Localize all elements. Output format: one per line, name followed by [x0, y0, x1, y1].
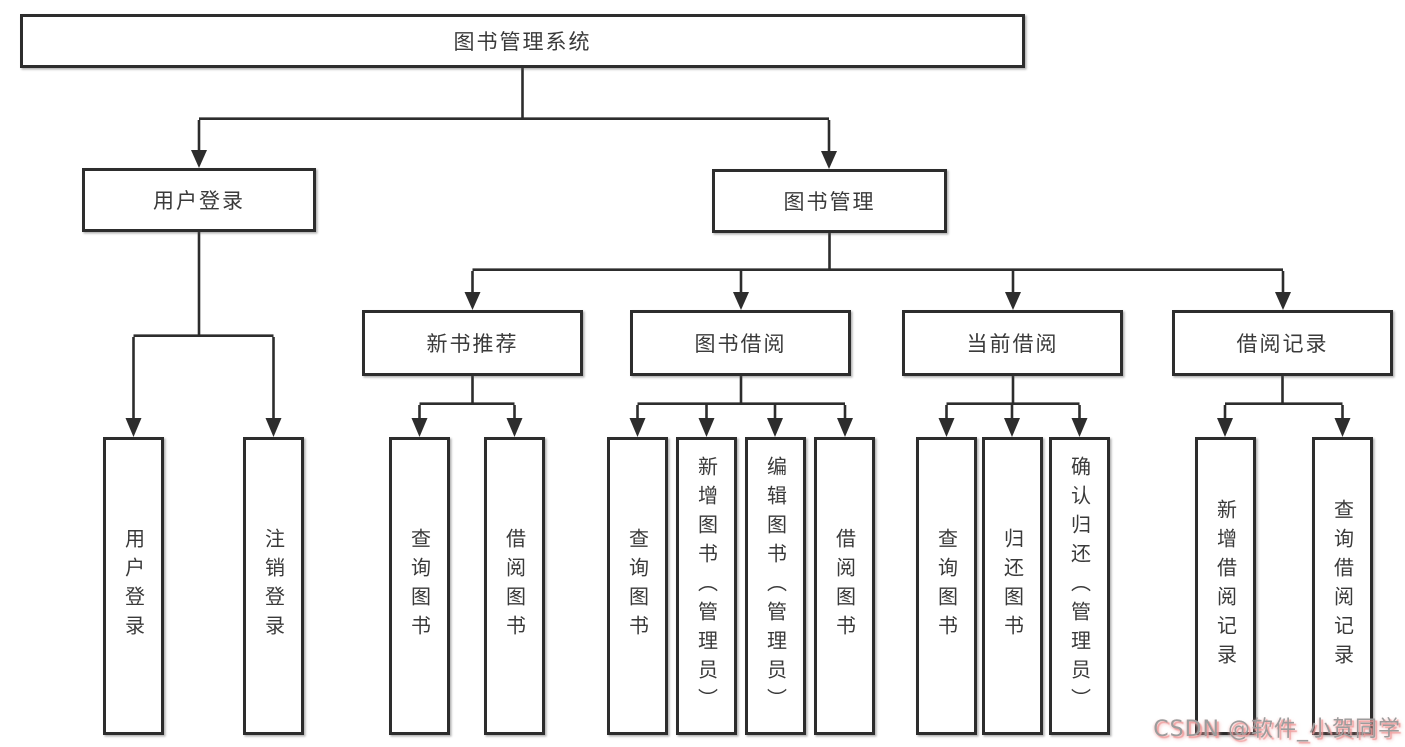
node-user-login-label: 用户登录	[153, 189, 245, 213]
leaf-query-books-borrow: 查询图书	[607, 437, 668, 735]
leaf-add-borrow-record-label: 新增借阅记录	[1213, 499, 1238, 673]
leaf-return-books: 归还图书	[982, 437, 1043, 735]
leaf-confirm-return-admin: 确认归还（管理员）	[1049, 437, 1110, 735]
leaf-add-books-admin: 新增图书（管理员）	[676, 437, 737, 735]
node-current-borrow-label: 当前借阅	[966, 332, 1059, 356]
node-root-label: 图书管理系统	[453, 30, 592, 54]
leaf-add-books-admin-label: 新增图书（管理员）	[694, 455, 719, 717]
arrowheads	[125, 150, 1351, 437]
leaf-logout: 注销登录	[243, 437, 304, 735]
node-book-borrow-label: 图书借阅	[694, 332, 787, 356]
node-book-management: 图书管理	[712, 169, 947, 233]
leaf-query-books-current: 查询图书	[916, 437, 977, 735]
node-root-library-system: 图书管理系统	[20, 14, 1025, 68]
node-user-login: 用户登录	[82, 168, 316, 232]
leaf-borrow-books-recommend: 借阅图书	[484, 437, 545, 735]
node-new-book-recommend-label: 新书推荐	[426, 332, 519, 356]
leaf-borrow-books: 借阅图书	[814, 437, 875, 735]
leaf-borrow-books-recommend-label: 借阅图书	[502, 528, 527, 644]
node-current-borrow: 当前借阅	[902, 310, 1123, 376]
leaf-edit-books-admin-label: 编辑图书（管理员）	[763, 455, 788, 717]
leaf-borrow-books-label: 借阅图书	[832, 528, 857, 644]
leaf-confirm-return-admin-label: 确认归还（管理员）	[1067, 455, 1092, 717]
leaf-query-borrow-record: 查询借阅记录	[1312, 437, 1373, 735]
leaf-query-books-borrow-label: 查询图书	[625, 528, 650, 644]
leaf-logout-label: 注销登录	[261, 528, 286, 644]
leaf-query-borrow-record-label: 查询借阅记录	[1330, 499, 1355, 673]
leaf-return-books-label: 归还图书	[1000, 528, 1025, 644]
leaf-query-books-current-label: 查询图书	[934, 528, 959, 644]
leaf-add-borrow-record: 新增借阅记录	[1195, 437, 1256, 735]
leaf-query-books-recommend: 查询图书	[389, 437, 450, 735]
node-new-book-recommend: 新书推荐	[362, 310, 583, 376]
csdn-watermark: CSDN @软件_小贺同学	[1153, 717, 1401, 742]
leaf-user-login: 用户登录	[103, 437, 164, 735]
node-borrow-records-label: 借阅记录	[1236, 332, 1329, 356]
leaf-user-login-label: 用户登录	[121, 528, 146, 644]
node-borrow-records: 借阅记录	[1172, 310, 1393, 376]
node-book-management-label: 图书管理	[783, 190, 876, 214]
node-book-borrow: 图书借阅	[630, 310, 851, 376]
leaf-query-books-recommend-label: 查询图书	[407, 528, 432, 644]
leaf-edit-books-admin: 编辑图书（管理员）	[745, 437, 806, 735]
